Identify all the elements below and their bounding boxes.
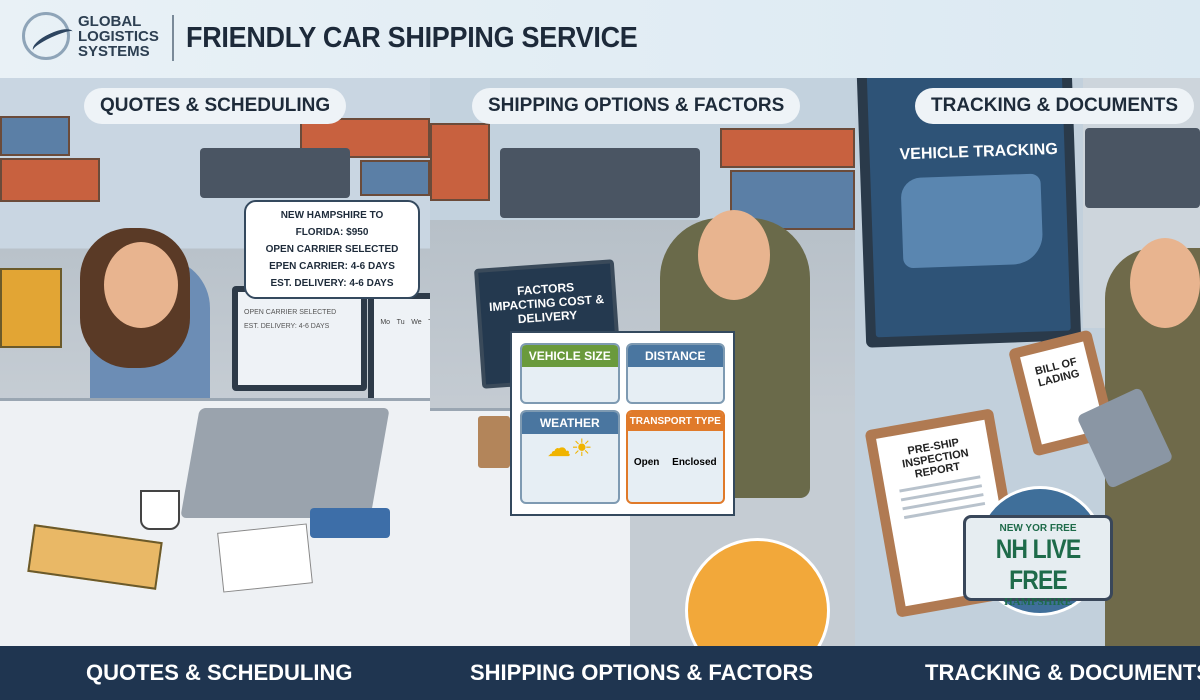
shipping-container [0,116,70,156]
laptop [180,408,390,518]
panel-shipping-options: SHIPPING OPTIONS & FACTORS FACTORS IMPAC… [430,78,855,646]
screen-line: EST. DELIVERY: 4-6 DAYS [244,323,330,330]
shipping-container [360,160,430,196]
option-enclosed: Enclosed [672,456,717,468]
footer-bar: QUOTES & SCHEDULING SHIPPING OPTIONS & F… [0,646,1200,700]
footer-label: QUOTES & SCHEDULING [86,660,353,685]
monitor-screen: OPEN CARRIER SELECTED EST. DELIVERY: 4-6… [238,292,361,385]
coffee-mug [140,490,180,530]
header: GLOBAL LOGISTICS SYSTEMS FRIENDLY CAR SH… [0,0,1200,78]
page-title: FRIENDLY CAR SHIPPING SERVICE [186,22,638,54]
paper-document [217,523,313,593]
plate-top-text: NEW YOR FREE [999,523,1077,534]
company-logo-text: GLOBAL LOGISTICS SYSTEMS [78,14,159,59]
panel-tracking-documents: VEHICLE TRACKING TRACKING & DOCUMENTS BI… [855,78,1200,646]
us-map [900,173,1044,269]
document-title: PRE-SHIP INSPECTION REPORT [901,436,970,481]
option-open: Open [633,456,660,468]
screen-line: OPEN CARRIER SELECTED [244,309,337,316]
agent-woman-head [104,242,178,328]
tracking-title: VEHICLE TRACKING [899,140,1059,164]
license-plate: NEW YOR FREE NH LIVE FREE HAMPSHIRE [963,515,1113,608]
shipping-container [720,128,855,168]
shipping-container [0,158,100,202]
transport-badge [685,538,830,646]
agent-man-head [698,210,770,300]
divider [172,15,174,61]
plate-bottom-text: HAMPSHIRE [1004,596,1072,608]
car-carrier-truck [500,148,700,218]
agent-woman-head [1130,238,1200,328]
calendar-day: Th [428,319,430,382]
bubble-line: NEW HAMPSHIRE TO FLORIDA: $950 [280,210,384,238]
shipping-container [430,123,490,201]
bubble-line: OPEN CARRIER SELECTED [265,244,399,255]
calendar-day: Tu [396,319,405,326]
coffee-cup [478,416,510,468]
calendar-monitor: Mo Tu We Th Fr [368,293,430,408]
quote-speech-bubble: NEW HAMPSHIRE TO FLORIDA: $950 OPEN CARR… [244,200,420,299]
quote-monitor: OPEN CARRIER SELECTED EST. DELIVERY: 4-6… [232,286,367,391]
panel-quotes-scheduling: QUOTES & SCHEDULING NEW HAMPSHIRE TO FLO… [0,78,430,646]
calendar-day: We [411,319,422,326]
logo-line: LOGISTICS [78,28,159,45]
factor-title: DISTANCE [627,345,723,367]
factor-transport-type: TRANSPORT TYPE Open Enclosed [625,409,725,504]
car-carrier-truck [200,148,350,198]
panel-label: QUOTES & SCHEDULING [84,88,347,124]
panel-label: SHIPPING OPTIONS & FACTORS [472,88,801,124]
toy-car-carrier [310,508,390,538]
binders [0,268,62,348]
footer-label: TRACKING & DOCUMENTS [925,660,1200,685]
factor-distance: DISTANCE [625,343,725,404]
factor-weather: WEATHER☁☀ [520,409,620,504]
footer-label: SHIPPING OPTIONS & FACTORS [470,660,814,685]
sun-cloud-icon: ☁☀ [546,434,593,462]
car-carrier-truck [1085,128,1200,208]
factor-title: TRANSPORT TYPE [627,411,723,431]
panel-label: TRACKING & DOCUMENTS [915,88,1194,124]
globe-logo-icon [22,12,70,60]
plate-main-text: NH LIVE FREE [995,534,1081,595]
logo-line: SYSTEMS [78,43,150,60]
logo-line: GLOBAL [78,13,142,30]
bubble-line: EST. DELIVERY: 4-6 DAYS [270,278,394,289]
bubble-line: EPEN CARRIER: 4-6 DAYS [269,261,395,272]
factors-board: VEHICLE SIZE DISTANCE WEATHER☁☀ TRANSPOR… [510,331,735,516]
calendar-day: Mo [380,319,391,326]
factor-vehicle-size: VEHICLE SIZE [520,343,620,404]
factor-title: WEATHER [522,411,618,434]
factor-title: VEHICLE SIZE [522,345,618,367]
calendar-screen: Mo Tu We Th Fr [374,299,430,402]
